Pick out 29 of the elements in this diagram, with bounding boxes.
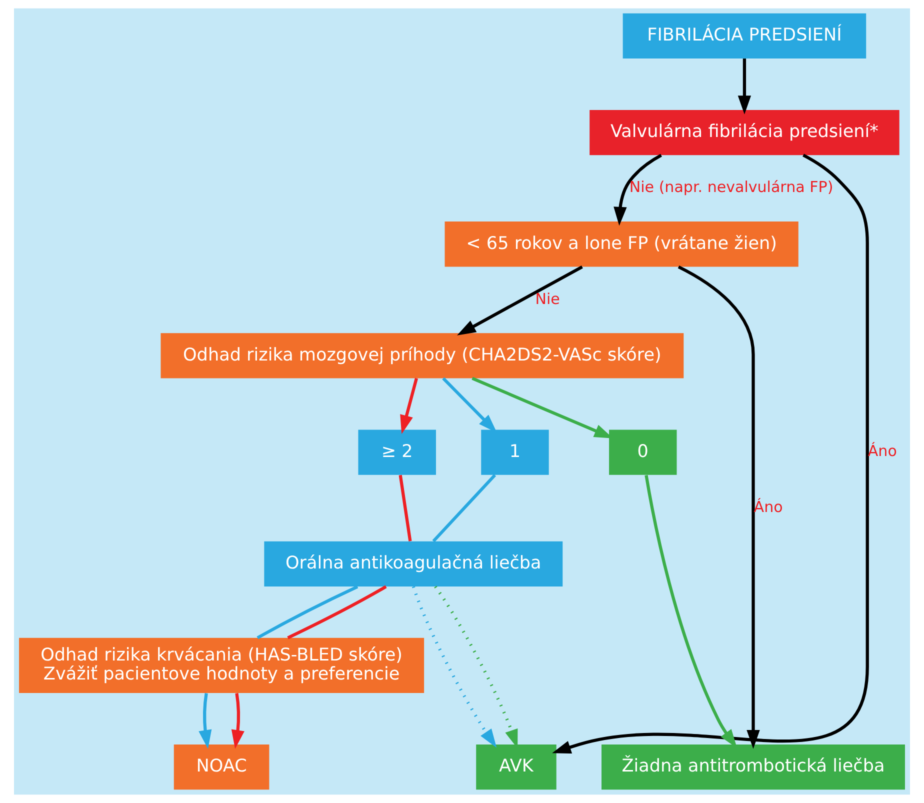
node-box: NOAC bbox=[174, 744, 270, 790]
connector bbox=[398, 474, 412, 542]
node-box: AVK bbox=[476, 744, 556, 790]
edge-label: Nie (napr. nevalvulárna FP) bbox=[629, 178, 834, 196]
node-box: Odhad rizika mozgovej príhody (CHA2DS2-VASc skóre) bbox=[160, 333, 684, 378]
node-box: Odhad rizika krvácania (HAS-BLED skóre) Zvážiť pacientove hodnoty a preferencie bbox=[19, 638, 424, 694]
connector bbox=[256, 585, 358, 640]
node-box: Žiadna antitrombotická liečba bbox=[602, 744, 905, 790]
arrow bbox=[738, 58, 752, 114]
node-box: Valvulárna fibrilácia predsiení* bbox=[590, 110, 900, 156]
arrow bbox=[457, 266, 583, 336]
arrow bbox=[614, 154, 662, 226]
connector bbox=[432, 474, 496, 542]
arrow bbox=[231, 693, 244, 749]
connector bbox=[287, 585, 387, 640]
arrow bbox=[434, 586, 518, 748]
arrow bbox=[412, 586, 497, 748]
arrow bbox=[678, 265, 760, 749]
arrow bbox=[400, 378, 418, 434]
node-box: ≥ 2 bbox=[358, 430, 436, 475]
arrow bbox=[552, 154, 869, 754]
arrow bbox=[442, 377, 498, 433]
node-box: < 65 rokov a lone FP (vrátane žien) bbox=[444, 222, 798, 267]
node-box: FIBRILÁCIA PREDSIENÍ bbox=[622, 13, 866, 59]
node-box: Orálna antikoagulačná liečba bbox=[264, 541, 563, 586]
edge-label: Nie bbox=[535, 290, 560, 308]
node-box: 1 bbox=[481, 430, 549, 475]
node-box: 0 bbox=[609, 430, 677, 475]
arrow bbox=[198, 693, 212, 749]
